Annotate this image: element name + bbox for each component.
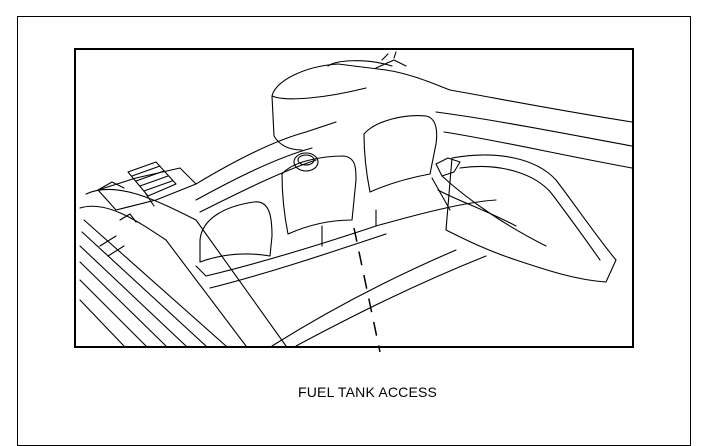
- seat-back-1: [199, 201, 273, 263]
- rear-console: [271, 63, 451, 97]
- boat-illustration-panel: [74, 48, 634, 348]
- anchor-locker-icon: [127, 161, 177, 207]
- callout-leader-line: [353, 227, 381, 353]
- fuel-tank-access-label: FUEL TANK ACCESS: [298, 384, 438, 400]
- left-gunwale: [195, 121, 337, 185]
- right-cockpit-outline: [445, 154, 617, 283]
- fuel-cap-icon: [293, 152, 319, 172]
- bow-hull-lower: [79, 205, 247, 346]
- seat-back-3: [363, 115, 438, 193]
- boat-line-drawing: [79, 51, 632, 346]
- right-storage-step: [435, 157, 461, 177]
- seat-back-2: [281, 155, 357, 235]
